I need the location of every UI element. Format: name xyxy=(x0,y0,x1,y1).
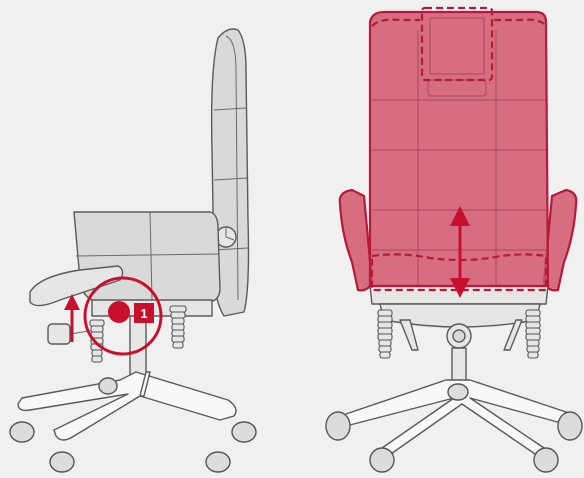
right-armrests xyxy=(338,188,578,292)
wheel-icon xyxy=(98,377,118,395)
right-chair-front-view xyxy=(325,6,583,473)
left-spring-back-icon xyxy=(89,319,105,363)
wheel-icon xyxy=(533,447,559,473)
left-chair-side-view: 1 xyxy=(9,28,257,473)
lift-up-arrow-icon xyxy=(64,294,80,342)
left-backrest xyxy=(210,28,250,317)
left-wheels xyxy=(9,377,257,473)
wheel-icon xyxy=(231,421,257,443)
wheel-icon xyxy=(9,421,35,443)
lever-knob-icon xyxy=(47,323,71,345)
wheel-icon xyxy=(447,383,469,401)
lever-callout: 1 xyxy=(83,276,163,356)
left-spring-front-icon xyxy=(169,305,187,349)
right-spring-right-icon xyxy=(525,309,541,359)
callout-badge-number: 1 xyxy=(140,306,147,321)
wheel-icon xyxy=(369,447,395,473)
right-mechanism xyxy=(377,303,541,383)
wheel-icon xyxy=(557,411,583,441)
callout-badge xyxy=(134,303,154,323)
lumbar-outline xyxy=(370,253,548,292)
armrest-left xyxy=(338,188,374,292)
wheel-icon xyxy=(325,411,351,441)
right-spring-left-icon xyxy=(377,309,393,359)
lever-highlight-dot xyxy=(108,301,130,323)
right-wheels xyxy=(325,383,583,473)
armrest-right xyxy=(542,188,578,292)
wheel-icon xyxy=(49,451,75,473)
wheel-icon xyxy=(205,451,231,473)
callout-ring xyxy=(83,276,163,356)
highlighted-backrest xyxy=(368,6,550,292)
height-adjust-arrow-icon xyxy=(450,206,470,298)
left-base xyxy=(17,371,237,441)
left-armrest xyxy=(29,265,124,307)
